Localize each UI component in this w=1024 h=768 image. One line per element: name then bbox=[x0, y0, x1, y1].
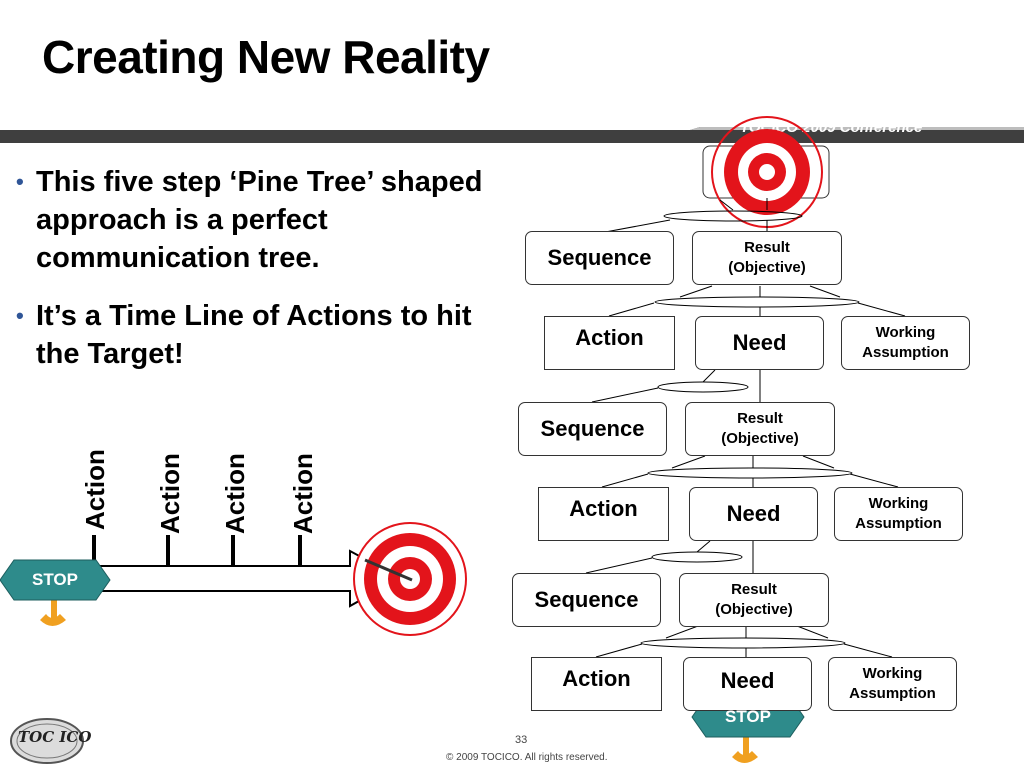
assumption-box: Working Assumption bbox=[834, 487, 963, 541]
top-target-icon bbox=[702, 116, 830, 228]
sequence-box: Sequence bbox=[512, 573, 661, 627]
stop-label: STOP bbox=[725, 707, 771, 726]
page-number: 33 bbox=[515, 734, 528, 746]
need-box: Need bbox=[683, 657, 812, 711]
bullet-item: This five step ‘Pine Tree’ shaped approa… bbox=[14, 163, 504, 277]
bullet-item: It’s a Time Line of Actions to hit the T… bbox=[14, 297, 504, 373]
conference-label: TOCICO 2009 Conference bbox=[740, 119, 923, 136]
timeline-action-label: Action bbox=[288, 453, 318, 534]
result-box: Result (Objective) bbox=[692, 231, 842, 285]
action-box: Action bbox=[544, 316, 675, 370]
slide-title: Creating New Reality bbox=[42, 31, 490, 83]
result-box: Result (Objective) bbox=[679, 573, 829, 627]
assumption-box: Working Assumption bbox=[828, 657, 957, 711]
need-box: Need bbox=[695, 316, 824, 370]
bullet-list: This five step ‘Pine Tree’ shaped approa… bbox=[14, 163, 504, 393]
action-box: Action bbox=[531, 657, 662, 711]
sequence-box: Sequence bbox=[525, 231, 674, 285]
assumption-box: Working Assumption bbox=[841, 316, 970, 370]
tocico-logo bbox=[10, 718, 84, 764]
action-box: Action bbox=[538, 487, 669, 541]
timeline-action-label: Action bbox=[220, 453, 250, 534]
timeline-action-label: Action bbox=[155, 453, 185, 534]
stop-label: STOP bbox=[32, 570, 78, 589]
timeline-action-label: Action bbox=[80, 449, 110, 530]
tree-connectors bbox=[585, 198, 906, 658]
result-box: Result (Objective) bbox=[685, 402, 835, 456]
need-box: Need bbox=[689, 487, 818, 541]
logo-text: TOC ICO bbox=[18, 728, 92, 746]
sequence-box: Sequence bbox=[518, 402, 667, 456]
stop-sign-icon bbox=[0, 559, 111, 626]
target-icon bbox=[353, 522, 467, 636]
copyright-notice: © 2009 TOCICO. All rights reserved. bbox=[446, 752, 608, 763]
